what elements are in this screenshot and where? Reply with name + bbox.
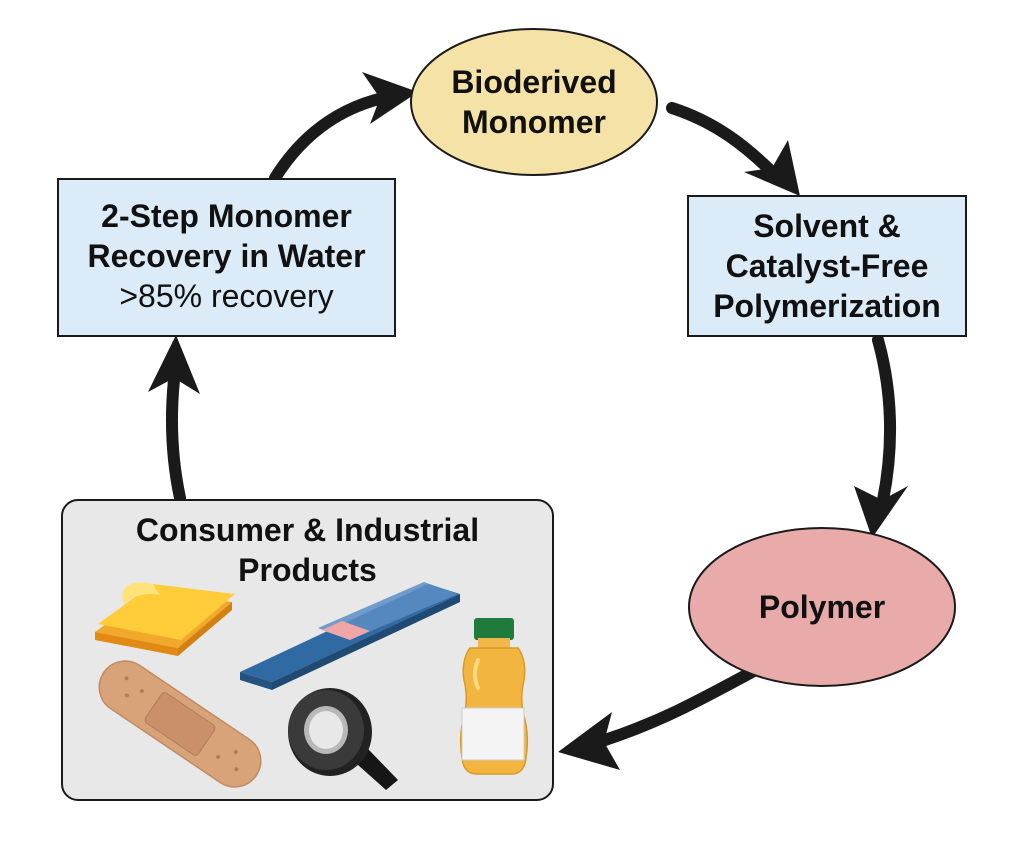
polymer-label: Polymer — [689, 587, 955, 627]
arrow-polymer-to-products — [558, 666, 758, 770]
monomer-ellipse — [410, 28, 658, 176]
bandage-icon — [98, 660, 262, 788]
recovery-percent-text: >85% recovery — [119, 278, 334, 314]
arrow-recovery-to-monomer — [269, 72, 418, 184]
arrow-polymerization-to-polymer — [854, 334, 908, 538]
arrow-monomer-to-polymerization — [666, 102, 800, 196]
monomer-label: Bioderived Monomer — [411, 62, 657, 142]
polymer-label-text: Polymer — [758, 589, 886, 625]
monomer-label-line2: Monomer — [462, 104, 606, 140]
monomer-label-line1: Bioderived — [451, 64, 617, 100]
recovery-label-line2: Recovery in Water — [87, 238, 366, 274]
bottle-icon — [459, 618, 529, 775]
products-label-line2: Products — [238, 552, 377, 588]
products-label-line1: Consumer & Industrial — [135, 512, 480, 548]
polymerization-box — [687, 195, 967, 337]
glass-slides-icon — [240, 582, 460, 690]
recovery-box — [57, 178, 396, 337]
sticky-notes-icon — [95, 582, 235, 656]
recovery-label: 2-Step Monomer Recovery in Water >85% re… — [58, 196, 395, 316]
polymerization-label-line1: Solvent & — [753, 208, 901, 244]
polymerization-label-line2: Catalyst-Free — [725, 248, 929, 284]
arrow-products-to-recovery — [148, 335, 200, 504]
duct-tape-icon — [288, 688, 398, 790]
polymerization-label-line3: Polymerization — [713, 288, 941, 324]
polymerization-label: Solvent & Catalyst-Free Polymerization — [688, 206, 966, 326]
recovery-label-line1: 2-Step Monomer — [101, 198, 352, 234]
products-label: Consumer & Industrial Products — [62, 510, 553, 590]
polymer-ellipse — [688, 527, 956, 687]
